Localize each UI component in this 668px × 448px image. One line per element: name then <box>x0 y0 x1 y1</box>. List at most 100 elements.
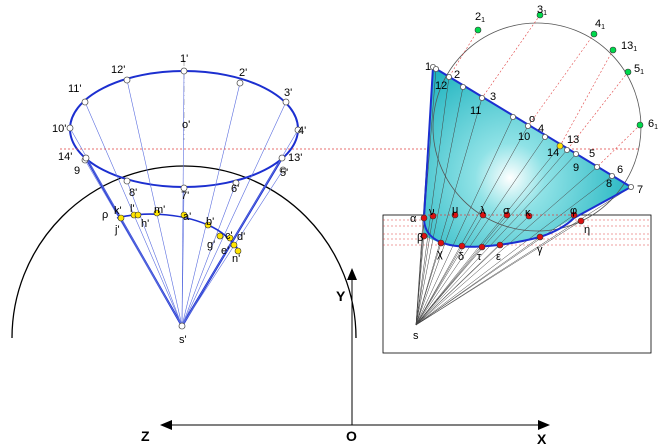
label-1-prime: 1' <box>180 53 188 65</box>
label-14: 14 <box>547 147 559 159</box>
right-generator-line <box>415 175 613 326</box>
label-11-prime: 11' <box>68 83 82 95</box>
label-tau: τ <box>477 251 482 263</box>
circle-edge-links <box>448 14 641 168</box>
greek-intersection-point <box>496 241 504 249</box>
circle-point <box>590 30 598 38</box>
label-e-prime: e' <box>221 245 229 257</box>
right-section-generator <box>415 236 541 326</box>
greek-intersection-point <box>420 232 428 240</box>
right-edge-point <box>594 163 601 170</box>
label-2-prime: 2' <box>239 67 247 79</box>
label-nu: ν <box>429 206 435 218</box>
label-3: 3 <box>490 91 496 103</box>
circle-link-line <box>596 124 641 168</box>
right-edge-point <box>459 84 466 91</box>
right-edge-point <box>573 150 580 157</box>
label-gamma: γ <box>537 244 543 256</box>
label-s: s <box>413 330 419 342</box>
left-top-point <box>279 166 287 174</box>
greek-intersection-point <box>570 211 578 219</box>
left-generator-line <box>181 82 241 327</box>
left-top-point <box>82 154 90 162</box>
coordinate-axes: Z X Y O <box>141 268 550 447</box>
circle-points <box>474 11 644 129</box>
circle-link-line <box>527 33 595 127</box>
circle-point <box>624 68 632 76</box>
right-generator-line <box>415 116 514 326</box>
label-9: 9 <box>573 162 579 174</box>
right-section-generator <box>415 242 442 326</box>
label-c-prime: c' <box>225 230 233 242</box>
left-top-point <box>232 179 240 187</box>
label-13-sub1: 131 <box>621 40 637 53</box>
label-5-prime: 5' <box>280 167 288 179</box>
y-axis-label: Y <box>336 288 346 304</box>
right-generators <box>415 66 632 326</box>
left-generator-line <box>181 101 287 327</box>
right-view: 1 2 3 4 5 6 7 8 9 10 11 12 13 14 o s 21 … <box>382 4 658 354</box>
right-edge-point <box>556 142 564 150</box>
label-14-prime: 14' <box>58 151 72 163</box>
label-6-prime: 6' <box>231 183 239 195</box>
right-generator-line <box>415 136 546 326</box>
label-k-prime: k' <box>114 205 122 217</box>
left-intersection-point <box>234 247 242 255</box>
label-8-prime: 8' <box>129 187 137 199</box>
label-epsilon: ε <box>496 251 501 263</box>
label-7-prime: 7' <box>181 190 189 202</box>
label-5: 5 <box>589 148 595 160</box>
label-12: 12 <box>435 80 447 92</box>
label-d-prime: d' <box>237 231 245 243</box>
label-rho: ρ <box>102 209 108 221</box>
left-generator-line <box>181 187 185 327</box>
greek-intersection-point <box>536 233 544 241</box>
left-generators <box>69 70 299 327</box>
circle-point <box>609 46 617 54</box>
circle-point <box>536 11 544 19</box>
greek-intersection-point <box>478 243 486 251</box>
greek-intersection-point <box>458 242 466 250</box>
origin-label: O <box>346 428 357 444</box>
right-generator-line <box>415 76 450 326</box>
left-intersection-point <box>204 221 212 229</box>
right-edge-point <box>509 114 516 121</box>
left-top-point <box>294 126 302 134</box>
edge-points <box>429 64 635 190</box>
right-edge-point <box>525 123 532 130</box>
left-top-point <box>123 76 131 84</box>
label-11: 11 <box>470 105 481 117</box>
label-7: 7 <box>637 184 643 196</box>
label-1: 1 <box>425 61 431 73</box>
right-edge-point <box>542 133 549 140</box>
greek-intersection-point <box>503 211 511 219</box>
label-2: 2 <box>454 69 460 81</box>
right-edge-point <box>478 95 485 102</box>
left-top-point <box>180 184 188 192</box>
left-generator-line <box>181 169 284 327</box>
label-4-sub1: 41 <box>595 18 605 31</box>
right-section-generator <box>415 235 425 326</box>
left-top-point <box>236 79 244 87</box>
label-13-prime: 13' <box>288 152 302 164</box>
label-h-prime: h' <box>141 218 149 230</box>
label-4: 4 <box>538 123 544 135</box>
circle-link-line <box>481 14 541 99</box>
right-section-generator <box>415 220 582 326</box>
label-2-sub1: 21 <box>475 11 485 24</box>
left-intersection-point <box>117 214 125 222</box>
label-s-prime: s' <box>179 334 187 346</box>
label-chi: χ <box>437 248 443 260</box>
label-3-sub1: 31 <box>537 4 547 17</box>
right-generator-line <box>415 149 568 326</box>
label-kappa: κ <box>525 207 531 219</box>
greek-intersection-point <box>479 211 487 219</box>
left-generator-line <box>181 182 237 327</box>
left-top-point <box>282 98 290 106</box>
left-intersection-point <box>226 234 234 242</box>
label-13: 13 <box>567 134 579 146</box>
label-beta: β <box>417 232 423 244</box>
label-10-prime: 10' <box>52 123 66 135</box>
label-4-prime: 4' <box>298 125 306 137</box>
right-edge-point <box>432 66 439 73</box>
